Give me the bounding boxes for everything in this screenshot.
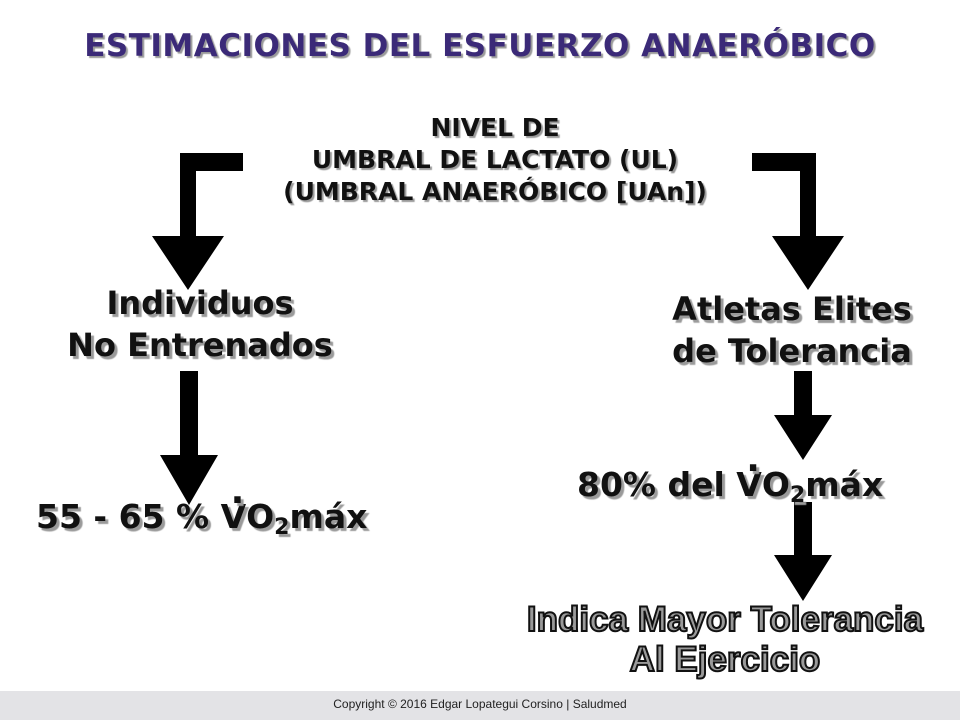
page-title: ESTIMACIONES DEL ESFUERZO ANAERÓBICO	[84, 28, 876, 64]
elite-vo2-symbol: V	[736, 439, 762, 504]
lactate-threshold-line1: NIVEL DE	[430, 113, 560, 142]
arrow-to-left-value	[160, 371, 218, 505]
untrained-vo2-suffix: máx	[289, 497, 368, 536]
lactate-threshold-line3: (UMBRAL ANAERÓBICO [UAn])	[283, 177, 707, 206]
elite-line1: Atletas Elites	[672, 290, 912, 328]
untrained-line1: Individuos	[106, 284, 294, 322]
arrow-to-untrained	[152, 153, 243, 290]
copyright-footer: Copyright © 2016 Edgar Lopategui Corsino…	[0, 691, 960, 720]
conclusion-line2: Al Ejercicio	[629, 639, 822, 680]
untrained-vo2-prefix: 55 - 65 %	[36, 497, 221, 536]
elite-vo2-suffix: máx	[805, 465, 884, 504]
elite-vo2-value: 80% del VO2máx	[577, 439, 884, 508]
elite-vo2-subscript: 2	[789, 483, 806, 508]
untrained-vo2-subscript: 2	[274, 515, 290, 540]
conclusion-line1: Indica Mayor Tolerancia	[526, 599, 924, 640]
arrow-to-conclusion	[774, 502, 832, 601]
untrained-vo2-value: 55 - 65 % VO2máx	[36, 471, 368, 540]
untrained-node: Individuos No Entrenados	[20, 282, 380, 366]
elite-vo2-prefix: 80% del	[577, 465, 737, 504]
elite-line2: de Tolerancia	[672, 332, 912, 370]
untrained-line2: No Entrenados	[67, 326, 333, 364]
untrained-vo2-symbol: V	[221, 471, 247, 536]
conclusion-text: Indica Mayor Tolerancia Al Ejercicio	[480, 599, 960, 680]
arrow-to-right-value	[774, 371, 832, 460]
arrow-to-elite	[752, 153, 844, 290]
lactate-threshold-line2: UMBRAL DE LACTATO (UL)	[311, 145, 679, 174]
elite-vo2-o: O	[761, 465, 790, 504]
lactate-threshold-node: NIVEL DE UMBRAL DE LACTATO (UL) (UMBRAL …	[200, 112, 790, 208]
untrained-vo2-o: O	[246, 497, 275, 536]
elite-node: Atletas Elites de Tolerancia	[612, 288, 960, 372]
